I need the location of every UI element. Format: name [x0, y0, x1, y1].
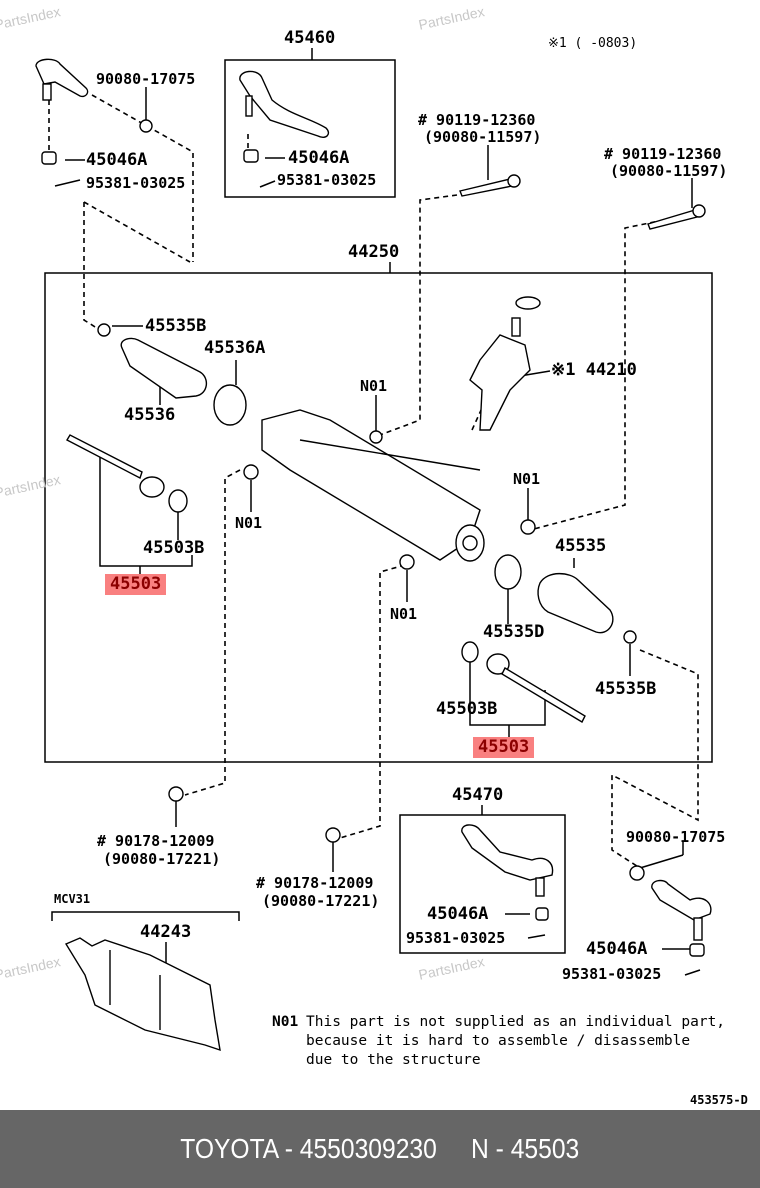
part-label-44243[interactable]: 44243 — [140, 922, 192, 942]
note-line: because it is hard to assemble / disasse… — [306, 1033, 691, 1049]
note-ref-n01: N01 — [513, 470, 541, 488]
part-label-45535d[interactable]: 45535D — [483, 622, 545, 642]
part-label-45535[interactable]: 45535 — [555, 536, 607, 556]
part-label-45535b[interactable]: 45535B — [595, 679, 657, 699]
part-label-45503-highlighted[interactable]: 45503 — [473, 737, 535, 758]
part-label-90080-11597[interactable]: (90080-11597) — [610, 162, 728, 180]
inner-tie-rod-right — [501, 667, 586, 723]
note-line: due to the structure — [306, 1052, 481, 1068]
idler-arm — [239, 70, 330, 138]
clip-right — [494, 554, 522, 590]
note-ref-n01: N01 — [360, 377, 388, 395]
part-label-90080-11597[interactable]: (90080-11597) — [424, 128, 542, 146]
part-label-44250[interactable]: 44250 — [348, 242, 400, 262]
tie-rod-end-right — [651, 879, 712, 921]
part-label-45046a[interactable]: 45046A — [288, 148, 350, 168]
part-label-95381-03025[interactable]: 95381-03025 — [277, 171, 377, 189]
part-label-45503b[interactable]: 45503B — [143, 538, 205, 558]
part-label-45046a[interactable]: 45046A — [427, 904, 489, 924]
figure-code: 453575-D — [690, 1093, 748, 1107]
clip-left — [213, 384, 247, 426]
part-label-90119-12360[interactable]: # 90119-12360 — [604, 145, 722, 163]
part-label-95381-03025[interactable]: 95381-03025 — [406, 929, 506, 947]
control-valve — [469, 334, 531, 431]
model-label-mcv31: MCV31 — [54, 892, 91, 906]
boot-right — [537, 572, 614, 634]
part-label-90080-17075[interactable]: 90080-17075 — [96, 70, 196, 88]
tie-rod-end-45470 — [461, 824, 554, 881]
part-number-footer: TOYOTA - 4550309230 N - 45503 — [0, 1110, 760, 1188]
note-ref-n01: N01 — [390, 605, 418, 623]
part-label-45535b[interactable]: 45535B — [145, 316, 207, 336]
note-line: This part is not supplied as an individu… — [306, 1014, 726, 1030]
part-label-90178-12009[interactable]: # 90178-12009 — [97, 832, 215, 850]
part-label-90080-17075[interactable]: 90080-17075 — [626, 828, 726, 846]
part-label-95381-03025[interactable]: 95381-03025 — [86, 174, 186, 192]
rack-assembly-frame — [44, 272, 713, 763]
diagram-lines — [35, 48, 713, 1052]
parts-diagram: PartsIndex PartsIndex PartsIndex PartsIn… — [0, 3, 748, 1107]
part-label-45503b[interactable]: 45503B — [436, 699, 498, 719]
part-label-45046a[interactable]: 45046A — [86, 150, 148, 170]
n01-note: N01 This part is not supplied as an indiv… — [272, 1013, 725, 1070]
part-label-45536[interactable]: 45536 — [124, 405, 176, 425]
footer-text: TOYOTA - 4550309230 N - 45503 — [180, 1133, 580, 1164]
part-label-45046a[interactable]: 45046A — [586, 939, 648, 959]
idler-arm-frame — [224, 59, 396, 198]
inner-tie-rod-left — [66, 434, 143, 479]
part-label-90080-17221[interactable]: (90080-17221) — [103, 850, 221, 868]
tie-rod-end-top-left — [35, 58, 89, 98]
variant-note: ※1 ( -0803) — [548, 36, 638, 51]
part-label-45536a[interactable]: 45536A — [204, 338, 266, 358]
rack-housing — [261, 409, 481, 561]
part-label-45503-highlighted[interactable]: 45503 — [105, 574, 167, 595]
part-label-90178-12009[interactable]: # 90178-12009 — [256, 874, 374, 892]
shield-44243 — [64, 937, 221, 1052]
part-label-90119-12360[interactable]: # 90119-12360 — [418, 111, 536, 129]
boot-left — [120, 337, 207, 399]
note-key: N01 — [272, 1014, 299, 1030]
note-ref-n01: N01 — [235, 514, 263, 532]
part-label-45460[interactable]: 45460 — [284, 28, 336, 48]
part-label-44210[interactable]: ※1 44210 — [551, 360, 637, 380]
part-label-95381-03025[interactable]: 95381-03025 — [562, 965, 662, 983]
part-label-90080-17221[interactable]: (90080-17221) — [262, 892, 380, 910]
part-label-45470[interactable]: 45470 — [452, 785, 504, 805]
